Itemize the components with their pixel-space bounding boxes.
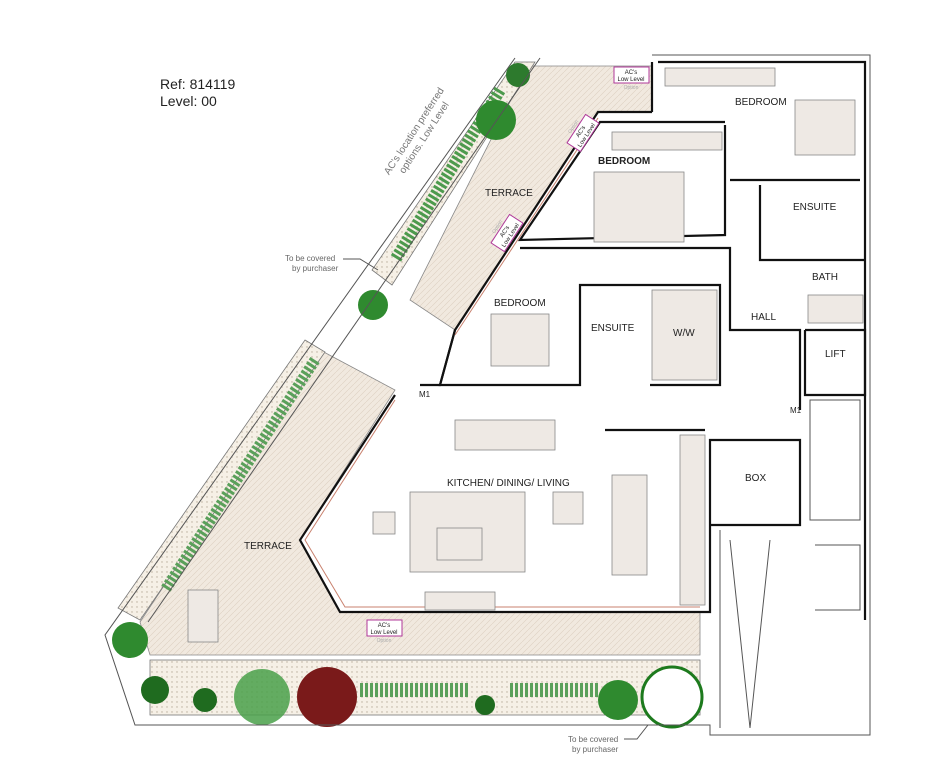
level: Level: 00 (160, 93, 217, 109)
svg-text:AC's: AC's (575, 125, 587, 139)
trees (112, 63, 704, 729)
svg-text:Low Level: Low Level (617, 77, 644, 83)
covered-note-bottom: To be covered by purchaser (568, 724, 649, 754)
room-ensuite-2: ENSUITE (591, 323, 635, 334)
furniture (187, 67, 864, 643)
room-ensuite-1: ENSUITE (793, 202, 837, 213)
room-terrace-lower: TERRACE (244, 541, 292, 552)
room-bedroom-1: BEDROOM (735, 97, 787, 108)
room-hall: HALL (751, 312, 776, 323)
room-lift: LIFT (825, 349, 846, 360)
covered-note-top: To be covered by purchaser (285, 254, 379, 273)
svg-text:To be covered: To be covered (285, 254, 335, 263)
room-kitchen-dining-living: KITCHEN/ DINING/ LIVING (447, 478, 570, 489)
svg-text:Option: Option (377, 638, 392, 644)
site-boundary (104, 54, 871, 736)
walls (298, 60, 867, 729)
svg-text:Low Level: Low Level (370, 630, 397, 636)
ac-tag: AC's Low Level Option (613, 66, 650, 91)
room-bedroom-2: BEDROOM (598, 156, 650, 167)
room-box: BOX (745, 473, 766, 484)
room-terrace-upper: TERRACE (485, 188, 533, 199)
ac-tag: AC's Low Level Option (366, 619, 403, 644)
door-m1-right: M1 (790, 406, 802, 415)
svg-text:To be covered: To be covered (568, 735, 618, 744)
room-bedroom-3: BEDROOM (494, 298, 546, 309)
svg-text:Option: Option (624, 85, 639, 91)
svg-text:by purchaser: by purchaser (572, 745, 619, 754)
ref-number: Ref: 814119 (160, 76, 235, 92)
svg-text:AC's: AC's (499, 225, 511, 239)
room-bath: BATH (812, 272, 838, 283)
door-m1-left: M1 (419, 390, 431, 399)
svg-text:AC's: AC's (378, 623, 390, 629)
svg-text:by purchaser: by purchaser (292, 264, 339, 273)
svg-text:AC's: AC's (625, 70, 637, 76)
room-ww: W/W (673, 328, 695, 339)
